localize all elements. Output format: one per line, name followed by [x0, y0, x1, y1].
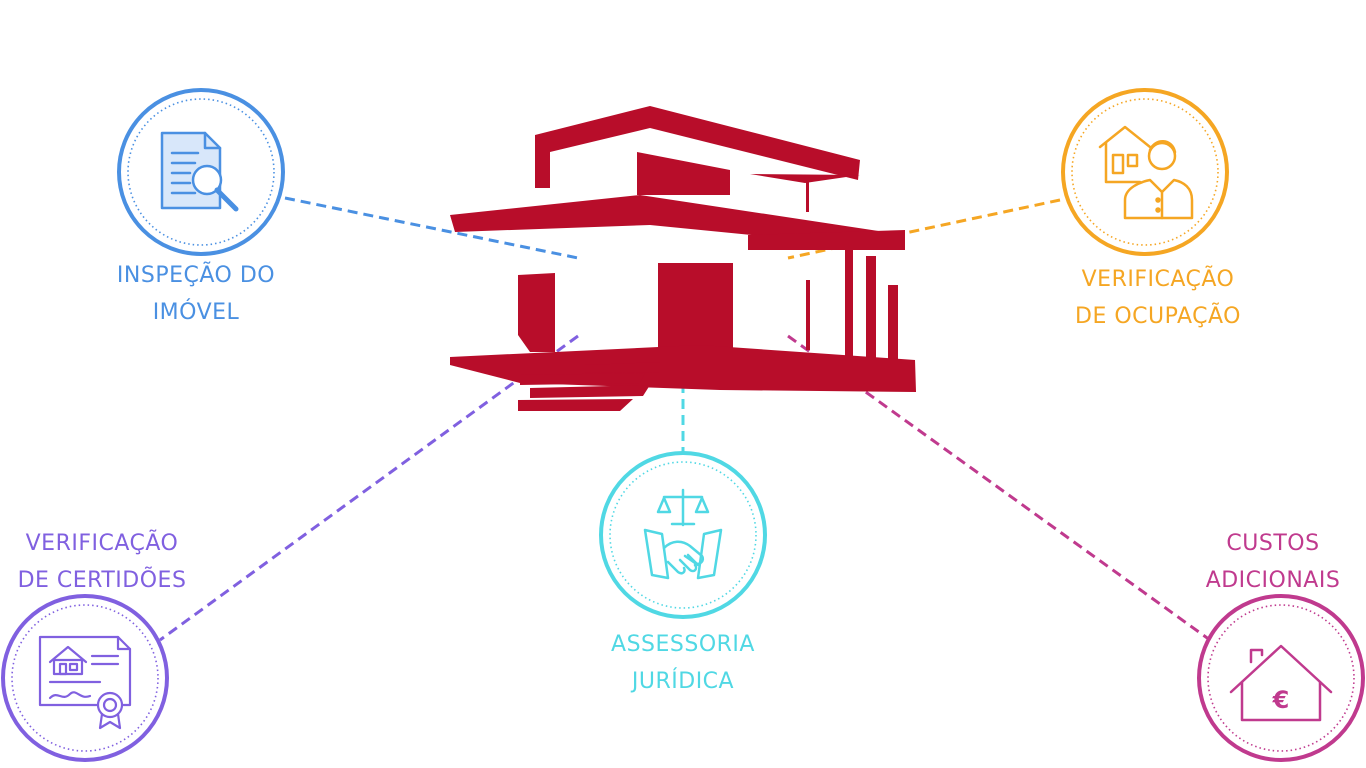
label-inspecao-line1: INSPEÇÃO DO	[116, 263, 276, 288]
label-juridica-line1: ASSESSORIA	[611, 632, 755, 657]
certificate-icon	[38, 635, 132, 730]
label-certidoes-line1: VERIFICAÇÃO	[25, 531, 179, 556]
connector-inspecao	[284, 196, 579, 260]
label-ocupacao-line1: VERIFICAÇÃO	[1081, 267, 1235, 292]
node-inspecao	[117, 88, 285, 256]
scales-handshake-icon	[643, 488, 723, 580]
label-juridica-line2: JURÍDICA	[631, 669, 735, 694]
label-custos-line1: CUSTOS	[1226, 531, 1320, 556]
house-occupant-icon	[1098, 125, 1194, 220]
label-ocupacao: VERIFICAÇÃO DE OCUPAÇÃO	[1040, 261, 1276, 335]
node-ocupacao	[1061, 88, 1229, 256]
node-certidoes	[1, 594, 169, 762]
label-custos-line2: ADICIONAIS	[1205, 568, 1341, 593]
node-custos: €	[1197, 594, 1365, 762]
label-juridica: ASSESSORIA JURÍDICA	[578, 626, 788, 700]
node-juridica	[599, 451, 767, 619]
label-certidoes-line2: DE CERTIDÕES	[17, 568, 187, 593]
document-search-icon	[160, 131, 239, 212]
modern-house-icon	[450, 106, 916, 411]
label-custos: CUSTOS ADICIONAIS	[1180, 525, 1366, 599]
label-ocupacao-line2: DE OCUPAÇÃO	[1075, 304, 1241, 329]
label-certidoes: VERIFICAÇÃO DE CERTIDÕES	[0, 525, 204, 599]
euro-sign: €	[1272, 686, 1290, 714]
connector-certidoes	[159, 334, 579, 642]
house-euro-icon	[1229, 644, 1333, 722]
label-inspecao-line2: IMÓVEL	[152, 300, 240, 325]
label-inspecao: INSPEÇÃO DO IMÓVEL	[91, 257, 301, 331]
